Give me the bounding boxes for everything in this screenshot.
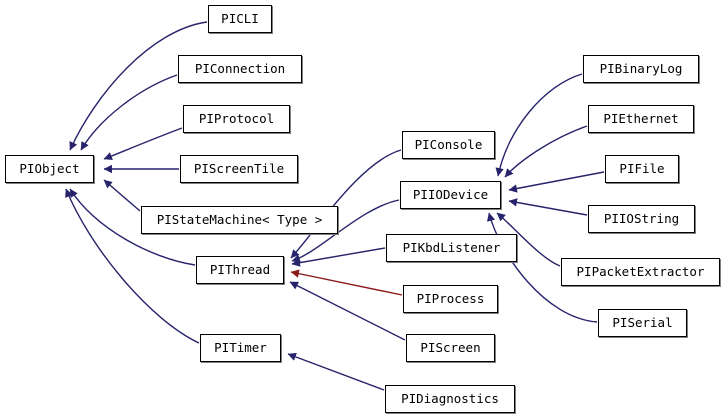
node-piconsole[interactable]: PIConsole: [402, 131, 495, 159]
node-label: PIConsole: [414, 136, 483, 152]
node-piiodevice[interactable]: PIIODevice: [400, 181, 501, 209]
node-piscreentile[interactable]: PIScreenTile: [180, 155, 298, 183]
node-label: PIPacketExtractor: [576, 263, 705, 279]
node-pitimer[interactable]: PITimer: [200, 334, 281, 362]
node-pipacketextractor[interactable]: PIPacketExtractor: [561, 258, 720, 286]
node-pithread[interactable]: PIThread: [196, 256, 284, 284]
node-label: PIDiagnostics: [401, 390, 499, 406]
node-label: PIFile: [619, 160, 665, 176]
node-label: PIIOString: [603, 210, 680, 226]
edge-piprocess-pithread: [290, 269, 403, 296]
node-label: PISerial: [612, 314, 673, 330]
node-pikbdlistener[interactable]: PIKbdListener: [386, 234, 517, 262]
node-pibinarylog[interactable]: PIBinaryLog: [583, 55, 699, 83]
edge-piconnection-piobject: [80, 74, 178, 151]
node-label: PIObject: [19, 160, 80, 176]
node-picli[interactable]: PICLI: [208, 5, 272, 33]
edge-pidiagnostics-pitimer: [287, 352, 385, 391]
node-label: PIProcess: [416, 290, 485, 306]
node-label: PIIODevice: [412, 186, 489, 202]
node-pistatemachine[interactable]: PIStateMachine< Type >: [141, 206, 338, 234]
edge-pistatemachine-piobject: [103, 179, 141, 212]
edge-pibinarylog-piiodevice: [495, 73, 583, 177]
node-label: PITimer: [214, 339, 267, 355]
node-piethernet[interactable]: PIEthernet: [588, 105, 694, 133]
edge-piconsole-pithread: [290, 149, 402, 259]
node-piprocess[interactable]: PIProcess: [403, 285, 498, 313]
node-label: PIConnection: [194, 60, 286, 76]
node-label: PIBinaryLog: [599, 60, 683, 76]
edge-pifile-piiodevice: [508, 171, 605, 193]
node-label: PIStateMachine< Type >: [156, 211, 323, 227]
node-label: PICLI: [221, 10, 259, 26]
node-label: PIEthernet: [603, 110, 679, 126]
node-label: PIScreenTile: [193, 160, 285, 176]
edge-piscreen-pithread: [289, 281, 406, 341]
edge-piiostring-piiodevice: [508, 198, 588, 216]
node-piserial[interactable]: PISerial: [598, 309, 687, 337]
node-piobject[interactable]: PIObject: [5, 155, 94, 183]
node-label: PIScreen: [420, 339, 481, 355]
node-label: PIThread: [209, 261, 271, 277]
node-pifile[interactable]: PIFile: [605, 155, 679, 183]
edge-piethernet-piiodevice: [504, 125, 588, 178]
edge-pikbdlistener-pithread: [291, 247, 386, 267]
node-label: PIProtocol: [198, 110, 275, 126]
node-piprotocol[interactable]: PIProtocol: [183, 105, 290, 133]
node-label: PIKbdListener: [402, 239, 501, 255]
edge-piprotocol-piobject: [103, 127, 183, 161]
node-piiostring[interactable]: PIIOString: [588, 205, 695, 233]
node-piconnection[interactable]: PIConnection: [178, 55, 302, 83]
node-piscreen[interactable]: PIScreen: [406, 334, 495, 362]
node-pidiagnostics[interactable]: PIDiagnostics: [385, 385, 515, 413]
